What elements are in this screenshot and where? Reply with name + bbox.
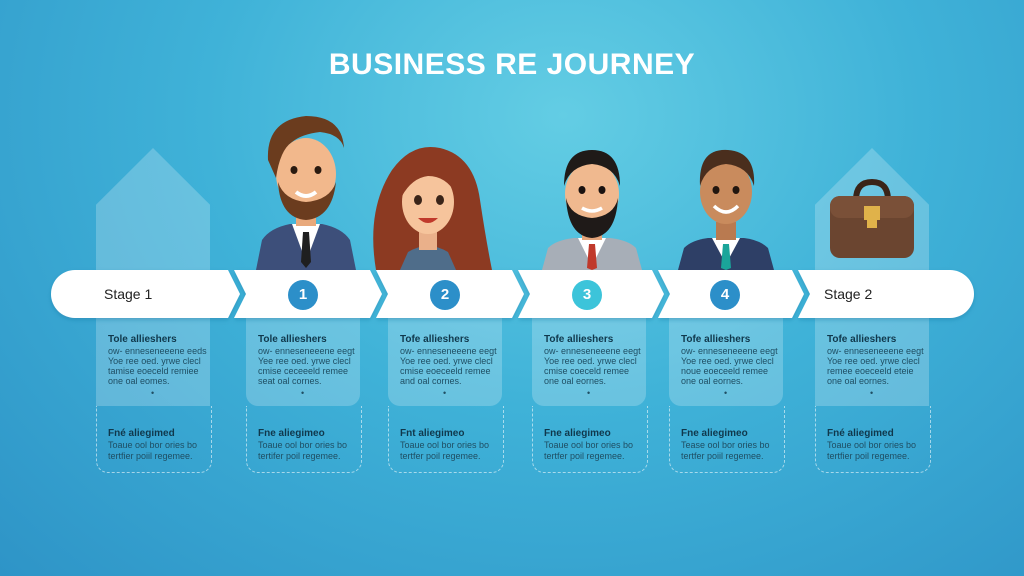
bullet-dot: • xyxy=(587,388,591,398)
timeline-segment-stage-2 xyxy=(798,270,974,318)
card-line: Toaue ool bor ories bo xyxy=(400,440,490,450)
card-line: ow- enneseneeene eegt xyxy=(827,346,924,356)
briefcase-icon xyxy=(830,178,914,258)
bullet-dot: • xyxy=(151,388,155,398)
stage-2-label: Stage 2 xyxy=(824,286,873,302)
card-line: tertfier poil regemee. xyxy=(827,451,910,461)
column-lower-4 xyxy=(669,406,785,473)
card-line: Yoe ree oed. yrwe clecl xyxy=(108,356,201,366)
card-line: Toaue ool bor ories bo xyxy=(108,440,198,450)
step-4-badge: 4 xyxy=(710,280,740,310)
step-1-badge: 1 xyxy=(288,280,318,310)
page-title: BUSINESS RE JOURNEY xyxy=(328,48,696,81)
card-title: Tole allieshers xyxy=(108,334,177,345)
card-line: one oal eomes. xyxy=(108,376,170,386)
card-title: Tofe allieshers xyxy=(400,334,470,345)
card-line: one oal eornes. xyxy=(827,376,890,386)
column-panel-2 xyxy=(388,318,502,406)
man-with-beard-portrait xyxy=(256,116,356,270)
card-line: ow- enneseneeene eegt xyxy=(258,346,355,356)
card-line: remee eoeceeld eteie xyxy=(827,366,914,376)
card-title: Tofe allieshers xyxy=(827,334,897,345)
bullet-dot: • xyxy=(870,388,874,398)
card-line: ow- enneseneeene eegt xyxy=(400,346,497,356)
bullet-dot: • xyxy=(724,388,728,398)
card-line: seat oal cornes. xyxy=(258,376,322,386)
stage-1-label: Stage 1 xyxy=(104,286,153,302)
card-title: Tofe allieshers xyxy=(544,334,614,345)
card-line: Yoe ree oed. yrwe clecl xyxy=(681,356,774,366)
card-subtitle: Fné aliegimed xyxy=(827,428,894,439)
bullet-dot: • xyxy=(301,388,305,398)
card-line: Yoe ree oed. yrwe clecl xyxy=(827,356,920,366)
column-panel-3 xyxy=(532,318,646,406)
card-line: Yoe ree oed. yrwe clecl xyxy=(400,356,493,366)
column-panel-1 xyxy=(246,318,360,406)
card-line: tamise eoeceld remiee xyxy=(108,366,199,376)
card-line: tertfer poiil regemee. xyxy=(681,451,764,461)
card-line: ow- enneseneeene eegt xyxy=(544,346,641,356)
card-line: Toaue ool bor ories bo xyxy=(258,440,348,450)
card-line: one oal eornes. xyxy=(544,376,607,386)
card-title: Tofe allieshers xyxy=(681,334,751,345)
card-line: cmise ceceeeld remee xyxy=(258,366,349,376)
card-line: Toaue ool bor ories bo xyxy=(544,440,634,450)
card-subtitle: Fnt aliegimeo xyxy=(400,428,465,439)
man-smiling-portrait xyxy=(678,149,774,270)
card-title: Tole allieshers xyxy=(258,334,327,345)
step-2-badge: 2 xyxy=(430,280,460,310)
card-line: tertfier poiil regemee. xyxy=(108,451,193,461)
card-subtitle: Fne aliegimeo xyxy=(258,428,325,439)
card-line: one oal eornes. xyxy=(681,376,744,386)
card-line: tertifer poil regemee. xyxy=(258,451,341,461)
column-lower-2 xyxy=(388,406,504,473)
card-line: tertfer poil regemee. xyxy=(400,451,481,461)
bullet-dot: • xyxy=(443,388,447,398)
card-line: and oal cornes. xyxy=(400,376,462,386)
card-line: noue eoeceeld remee xyxy=(681,366,769,376)
column-lower-1 xyxy=(246,406,362,473)
card-line: tertfer poil regemee. xyxy=(544,451,625,461)
card-line: Toaue ool bor ories bo xyxy=(827,440,917,450)
card-line: Yoe ree oed. yrwe clecl xyxy=(544,356,637,366)
card-subtitle: Fné aliegimed xyxy=(108,428,175,439)
card-line: ow- enneseneeene eeds xyxy=(108,346,207,356)
card-line: Yee ree oed. yrwe clecl xyxy=(258,356,351,366)
column-panel-4 xyxy=(669,318,783,406)
card-subtitle: Fne aliegimeo xyxy=(681,428,748,439)
column-lower-3 xyxy=(532,406,648,473)
column-lower-stage-2 xyxy=(815,406,931,473)
column-lower-stage-1 xyxy=(96,406,212,473)
card-line: cmise eoeceeld remee xyxy=(400,366,491,376)
man-with-dark-beard-portrait xyxy=(542,150,642,270)
card-line: Tease ool bor ories bo xyxy=(681,440,770,450)
card-line: cmise coeceld remee xyxy=(544,366,630,376)
step-3-badge: 3 xyxy=(572,280,602,310)
woman-portrait xyxy=(373,146,492,270)
card-subtitle: Fne aliegimeo xyxy=(544,428,611,439)
timeline-segment-stage-1 xyxy=(51,270,240,318)
card-line: ow- enneseneeene eegt xyxy=(681,346,778,356)
